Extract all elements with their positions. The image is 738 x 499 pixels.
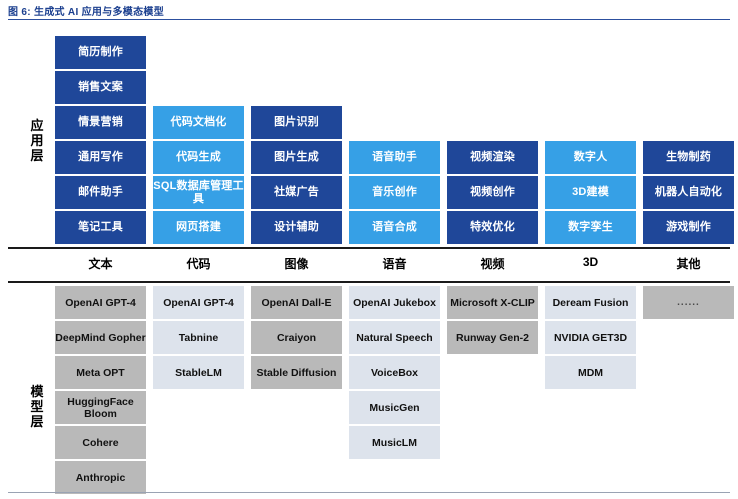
model-item[interactable]: Tabnine xyxy=(153,321,244,354)
application-item[interactable]: 笔记工具 xyxy=(55,211,146,244)
application-item[interactable]: 数字孪生 xyxy=(545,211,636,244)
application-item[interactable]: 数字人 xyxy=(545,141,636,174)
application-item[interactable]: 邮件助手 xyxy=(55,176,146,209)
model-item[interactable]: Meta OPT xyxy=(55,356,146,389)
application-column-视频: 视频渲染视频创作特效优化 xyxy=(447,141,538,244)
application-item[interactable]: 通用写作 xyxy=(55,141,146,174)
model-item[interactable]: OpenAI GPT-4 xyxy=(153,286,244,319)
application-item[interactable]: 图片生成 xyxy=(251,141,342,174)
model-item[interactable]: OpenAI Jukebox xyxy=(349,286,440,319)
category-header-语音: 语音 xyxy=(382,257,407,271)
model-item[interactable]: MusicLM xyxy=(349,426,440,459)
application-item[interactable]: 视频渲染 xyxy=(447,141,538,174)
model-item[interactable]: MusicGen xyxy=(349,391,440,424)
model-item[interactable]: Stable Diffusion xyxy=(251,356,342,389)
application-item[interactable]: 社媒广告 xyxy=(251,176,342,209)
model-item[interactable]: HuggingFace Bloom xyxy=(55,391,146,424)
model-item[interactable]: NVIDIA GET3D xyxy=(545,321,636,354)
model-item[interactable]: OpenAI GPT-4 xyxy=(55,286,146,319)
model-item[interactable]: VoiceBox xyxy=(349,356,440,389)
model-item[interactable]: MDM xyxy=(545,356,636,389)
application-item[interactable]: 机器人自动化 xyxy=(643,176,734,209)
application-item[interactable]: 简历制作 xyxy=(55,36,146,69)
figure-caption: 图 6: 生成式 AI 应用与多模态模型 xyxy=(8,7,165,18)
model-item[interactable]: Deream Fusion xyxy=(545,286,636,319)
application-item[interactable]: 代码文档化 xyxy=(153,106,244,139)
caption-divider xyxy=(8,19,730,20)
application-item[interactable]: 特效优化 xyxy=(447,211,538,244)
application-item[interactable]: 音乐创作 xyxy=(349,176,440,209)
model-item[interactable]: Cohere xyxy=(55,426,146,459)
category-header-其他: 其他 xyxy=(676,257,701,271)
model-item[interactable]: DeepMind Gopher xyxy=(55,321,146,354)
application-column-文本: 简历制作销售文案情景营销通用写作邮件助手笔记工具 xyxy=(55,36,146,244)
application-layer-label: 应用层 xyxy=(30,118,44,163)
category-header-视频: 视频 xyxy=(480,257,505,271)
model-item[interactable]: OpenAI Dall-E xyxy=(251,286,342,319)
model-item[interactable]: StableLM xyxy=(153,356,244,389)
application-item[interactable]: 销售文案 xyxy=(55,71,146,104)
model-layer-label: 模型层 xyxy=(30,384,44,429)
category-header-band xyxy=(8,247,730,283)
application-item[interactable]: 视频创作 xyxy=(447,176,538,209)
application-column-图像: 图片识别图片生成社媒广告设计辅助 xyxy=(251,106,342,244)
application-item[interactable]: 语音合成 xyxy=(349,211,440,244)
category-header-文本: 文本 xyxy=(88,257,113,271)
application-item[interactable]: 游戏制作 xyxy=(643,211,734,244)
model-item[interactable]: Craiyon xyxy=(251,321,342,354)
model-column-其他: ...... xyxy=(643,286,734,321)
application-item[interactable]: 情景营销 xyxy=(55,106,146,139)
application-item[interactable]: 设计辅助 xyxy=(251,211,342,244)
model-item[interactable]: Natural Speech xyxy=(349,321,440,354)
category-header-代码: 代码 xyxy=(186,257,211,271)
application-item[interactable]: SQL数据库管理工具 xyxy=(153,176,244,209)
category-header-3D: 3D xyxy=(582,255,599,269)
footer-divider xyxy=(8,492,730,493)
application-item[interactable]: 3D建模 xyxy=(545,176,636,209)
application-item[interactable]: 图片识别 xyxy=(251,106,342,139)
model-item[interactable]: Runway Gen-2 xyxy=(447,321,538,354)
category-header-图像: 图像 xyxy=(284,257,309,271)
application-item[interactable]: 代码生成 xyxy=(153,141,244,174)
application-item[interactable]: 语音助手 xyxy=(349,141,440,174)
model-item[interactable]: ...... xyxy=(643,286,734,319)
model-item[interactable]: Microsoft X-CLIP xyxy=(447,286,538,319)
application-column-其他: 生物制药机器人自动化游戏制作 xyxy=(643,141,734,244)
application-column-语音: 语音助手音乐创作语音合成 xyxy=(349,141,440,244)
application-item[interactable]: 生物制药 xyxy=(643,141,734,174)
application-item[interactable]: 网页搭建 xyxy=(153,211,244,244)
model-item[interactable]: Anthropic xyxy=(55,461,146,494)
